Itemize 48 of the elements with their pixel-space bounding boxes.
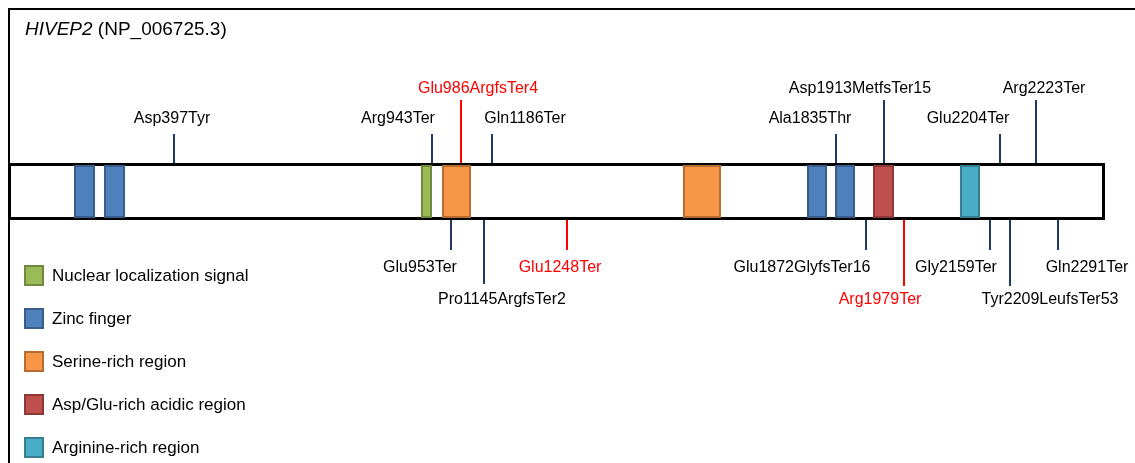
leader-line [835, 133, 837, 164]
variant-label: Arg2223Ter [1002, 79, 1086, 97]
variant-label: Glu986ArgfsTer4 [417, 79, 539, 97]
domain-block [104, 165, 125, 218]
domain-block [873, 165, 894, 218]
variant-label: Glu953Ter [383, 258, 457, 276]
legend-text: Asp/Glu-rich acidic region [52, 395, 246, 415]
leader-line [566, 219, 568, 251]
leader-line [903, 219, 905, 287]
variant-label: Gln1186Ter [484, 109, 566, 127]
variant-label: Arg943Ter [361, 109, 435, 127]
leader-line [460, 99, 462, 164]
leader-line [450, 219, 452, 251]
domain-block [442, 165, 471, 218]
variant-label: Gly2159Ter [915, 258, 997, 276]
domain-block [421, 165, 432, 218]
leader-line [173, 133, 175, 164]
legend-text: Nuclear localization signal [52, 266, 249, 286]
domain-block [807, 165, 827, 218]
legend-text: Serine-rich region [52, 352, 187, 372]
leader-line [483, 219, 485, 285]
domain-block [835, 165, 855, 218]
domain-block [74, 165, 95, 218]
variant-label: Asp1913MetfsTer15 [788, 79, 932, 97]
leader-line [1009, 219, 1011, 287]
variant-label: Gln2291Ter [1045, 258, 1129, 276]
variant-label: Glu2204Ter [926, 109, 1010, 127]
variant-label: Arg1979Ter [838, 290, 922, 308]
leader-line [1057, 219, 1059, 251]
variant-label: Glu1872GlyfsTer16 [733, 258, 871, 276]
leader-line [491, 133, 493, 164]
legend-text: Arginine-rich region [52, 438, 200, 458]
diagram-title: HIVEP2 (NP_006725.3) [25, 18, 227, 40]
variant-label: Pro1145ArgfsTer2 [438, 290, 566, 308]
leader-line [999, 133, 1001, 164]
variant-label: Ala1835Thr [768, 109, 852, 127]
leader-line [1035, 99, 1037, 164]
variant-label: Asp397Tyr [133, 109, 211, 127]
leader-line [865, 219, 867, 251]
variant-label: Tyr2209LeufsTer53 [981, 290, 1119, 308]
legend-text: Zinc finger [52, 309, 132, 329]
leader-line [989, 219, 991, 251]
leader-line [431, 133, 433, 164]
domain-block [960, 165, 980, 218]
variant-label: Glu1248Ter [518, 258, 602, 276]
protein-bar [8, 163, 1105, 220]
leader-line [883, 99, 885, 164]
domain-block [683, 165, 721, 218]
